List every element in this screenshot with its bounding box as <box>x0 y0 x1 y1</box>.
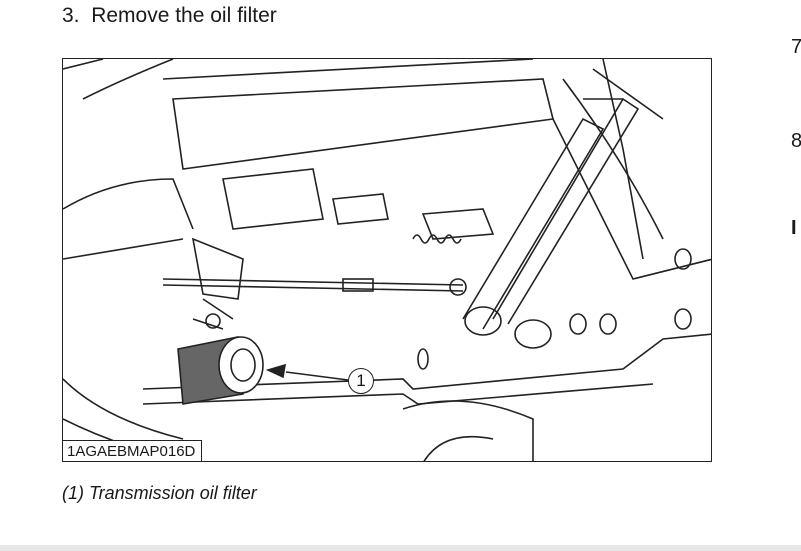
right-column-fragment: 8 <box>791 130 801 152</box>
right-column-fragment: 7 <box>791 36 801 58</box>
step-number: 3. <box>62 4 80 27</box>
right-column-fragment: I <box>791 217 797 239</box>
step-text: Remove the oil filter <box>91 4 277 27</box>
step-heading: 3. Remove the oil filter <box>62 4 277 28</box>
figure-code: 1AGAEBMAP016D <box>63 440 203 461</box>
figure-caption: (1) Transmission oil filter <box>62 483 257 503</box>
callout-1: 1 <box>348 368 374 394</box>
page-edge <box>0 545 801 551</box>
oil-filter-illustration: 1 1AGAEBMAP016D <box>62 58 712 462</box>
line-drawing <box>63 59 711 461</box>
